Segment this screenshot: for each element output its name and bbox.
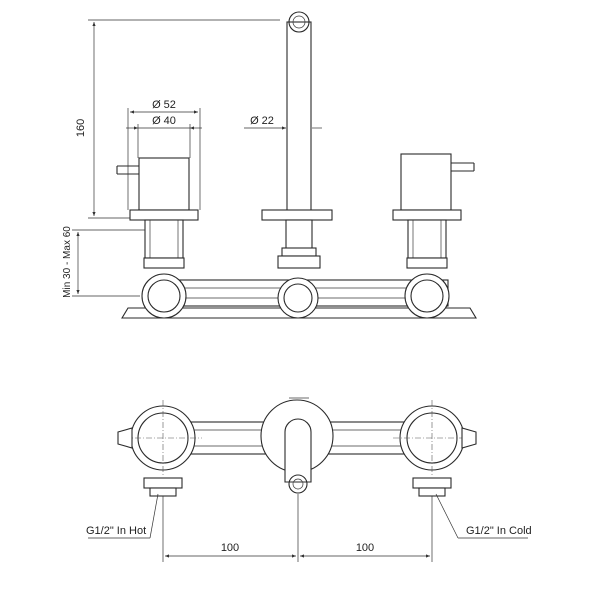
left-valve-plan bbox=[117, 400, 202, 497]
right-valve-front bbox=[392, 153, 475, 319]
dim-spacing: 100 100 bbox=[162, 494, 433, 562]
base-plate bbox=[121, 307, 477, 319]
dim-label-range: Min 30 - Max 60 bbox=[62, 226, 73, 298]
dim-label-dia40: Ø 40 bbox=[152, 115, 176, 127]
dim-height-range: Min 30 - Max 60 bbox=[62, 226, 145, 298]
dim-dia-22: Ø 22 bbox=[244, 115, 322, 130]
dim-height-160: 160 bbox=[75, 19, 280, 219]
dim-label-dia52: Ø 52 bbox=[152, 99, 176, 111]
callout-cold-label: G1/2" In Cold bbox=[466, 525, 532, 537]
right-valve-plan bbox=[393, 400, 477, 497]
callout-hot: G1/2" In Hot bbox=[86, 493, 159, 539]
spout-front bbox=[261, 11, 333, 319]
dim-dia-40: Ø 40 bbox=[126, 115, 202, 158]
front-elevation-view: 160 Min 30 - Max 60 Ø 52 Ø 40 bbox=[62, 11, 477, 319]
left-valve-front bbox=[116, 157, 199, 319]
dim-label-160: 160 bbox=[75, 119, 87, 137]
dim-label-spacing-left: 100 bbox=[221, 542, 239, 554]
dim-label-spacing-right: 100 bbox=[356, 542, 374, 554]
callout-hot-label: G1/2" In Hot bbox=[86, 525, 146, 537]
callout-cold: G1/2" In Cold bbox=[435, 493, 532, 539]
dim-dia-52: Ø 52 bbox=[127, 99, 201, 210]
dim-label-dia22: Ø 22 bbox=[250, 115, 274, 127]
plan-view: 100 100 G1/2" In Hot G1/2" In Cold bbox=[86, 397, 532, 562]
spout-plan bbox=[260, 397, 334, 494]
